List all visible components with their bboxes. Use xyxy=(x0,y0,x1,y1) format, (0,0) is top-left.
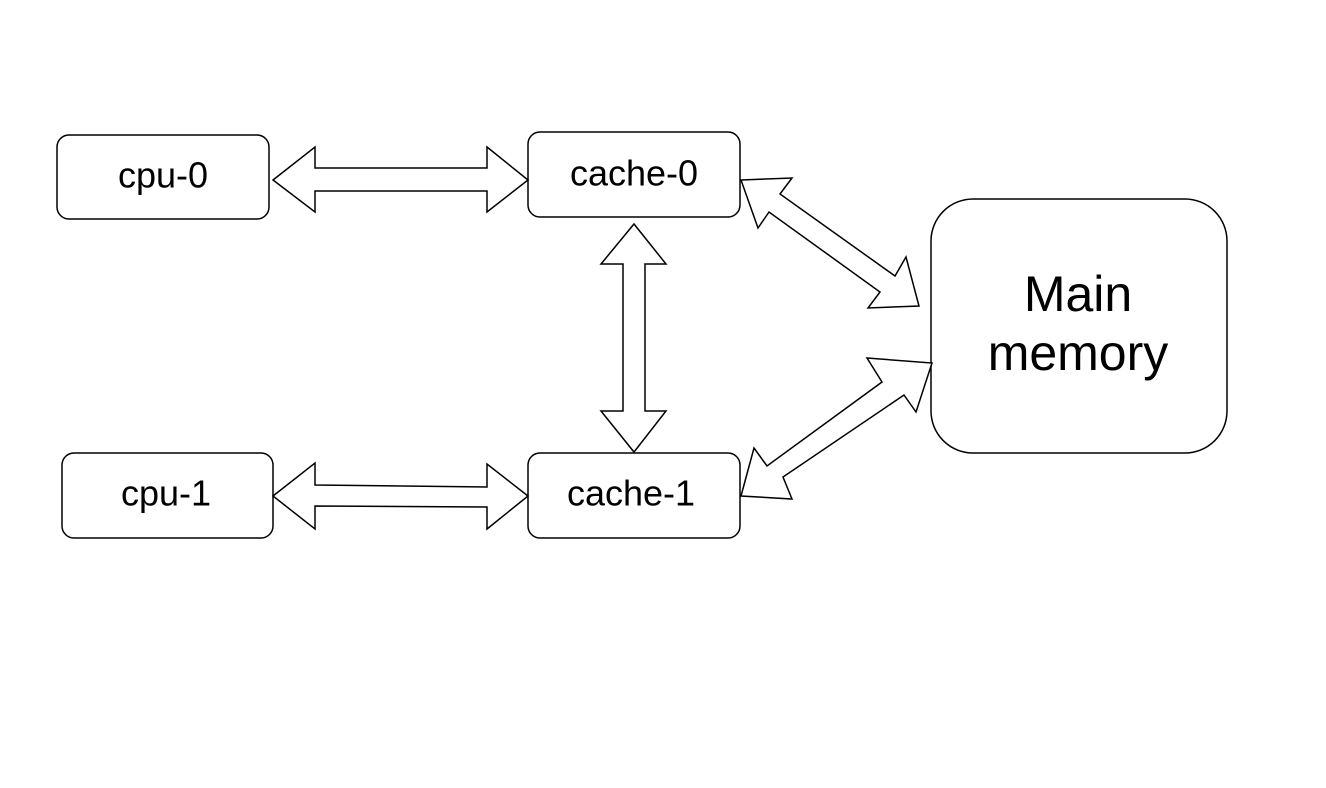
node-cache-0-box xyxy=(527,131,741,218)
arrow-cpu-1-cache-1 xyxy=(271,461,530,531)
node-main-memory-label-line2: memory xyxy=(988,325,1169,381)
node-main-memory-box xyxy=(930,198,1228,454)
node-cpu-0-box xyxy=(56,134,270,220)
node-cpu-0: cpu-0 xyxy=(56,134,270,220)
node-cache-0: cache-0 xyxy=(527,131,741,218)
node-cpu-1: cpu-1 xyxy=(61,452,274,539)
node-cache-1: cache-1 xyxy=(527,452,741,539)
node-cpu-0-label: cpu-0 xyxy=(118,155,208,196)
arrow-cache-0-main-memory xyxy=(739,177,920,309)
arrow-cpu-0-cache-0 xyxy=(271,145,530,214)
node-cache-0-label: cache-0 xyxy=(570,153,698,194)
node-cache-1-label: cache-1 xyxy=(567,473,695,514)
node-main-memory-label-line1: Main xyxy=(1024,266,1132,322)
node-main-memory: Main memory xyxy=(930,198,1228,454)
arrow-cache-0-cache-1 xyxy=(599,222,668,454)
node-cpu-1-label: cpu-1 xyxy=(121,473,211,514)
arrow-cache-1-main-memory xyxy=(740,357,934,500)
